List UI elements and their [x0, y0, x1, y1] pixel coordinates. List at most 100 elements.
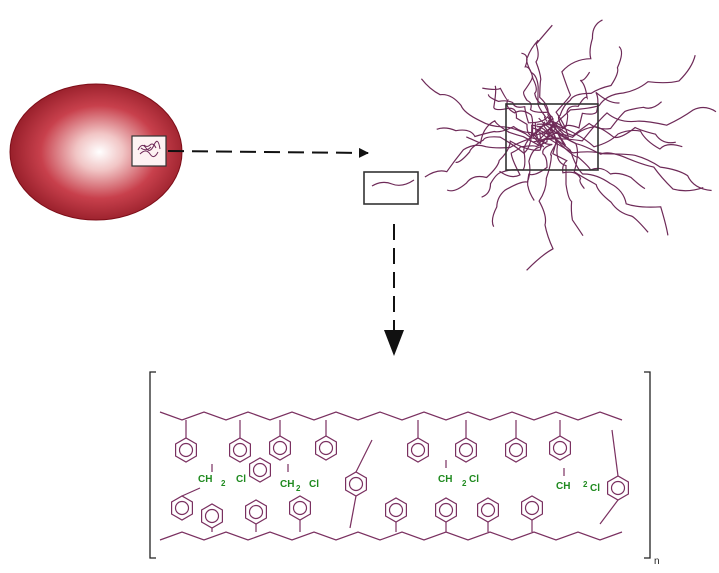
polymer-strand — [482, 87, 545, 148]
polymer-strand — [536, 123, 683, 150]
benzene-ring-mid — [249, 457, 271, 483]
benzene-ring-bottom — [477, 497, 499, 523]
bead-zoom-scribble — [137, 140, 161, 158]
benzene-ring-top-aromatic — [458, 442, 474, 458]
polymer-strand — [535, 24, 567, 146]
repeat-subscript-n: n — [654, 556, 660, 567]
polymer-strand — [548, 91, 620, 129]
polymer-strand — [550, 123, 704, 192]
label-cl: Cl — [236, 474, 246, 485]
crosslink-ring-aromatic — [610, 480, 626, 496]
benzene-ring-bottom — [201, 503, 223, 529]
polymer-strand — [541, 126, 676, 144]
benzene-ring-bottom — [435, 497, 457, 523]
label-sub: 2 — [296, 484, 301, 493]
methylene-bond — [181, 487, 201, 497]
polymer-strand — [526, 39, 548, 122]
benzene-ring-bottom — [385, 497, 407, 523]
benzene-ring-top-aromatic — [508, 442, 524, 458]
crosslink-ring — [607, 475, 629, 501]
label-cl: Cl — [469, 474, 479, 485]
benzene-ring-bottom-aromatic — [248, 504, 264, 520]
benzene-ring-top-aromatic — [552, 440, 568, 456]
crosslink-vinyl — [611, 429, 619, 477]
polymer-strand — [420, 78, 541, 140]
label-sub: 2 — [462, 479, 467, 488]
crosslink-vinyl — [355, 439, 373, 473]
polymer-strand — [466, 119, 560, 146]
label-ch: CH — [198, 474, 212, 485]
strand-detail — [371, 179, 415, 187]
polymer-strand — [499, 125, 555, 178]
polymer-strand — [557, 46, 623, 128]
polymer-strand — [527, 132, 553, 201]
chloromethyl-label-1: CH 2 Cl — [198, 474, 246, 488]
polymer-strand — [538, 117, 649, 233]
polymer-strand — [547, 119, 585, 189]
benzene-ring-bottom-aromatic — [524, 500, 540, 516]
benzene-ring-bottom-aromatic — [438, 502, 454, 518]
crosslinked-polystyrene-structure — [159, 411, 629, 541]
polymer-strand — [554, 101, 663, 137]
polymer-strand — [522, 76, 552, 128]
bead-zoom-box — [131, 135, 167, 167]
crosslink-vinyl — [349, 495, 357, 529]
benzene-ring-bottom — [245, 499, 267, 525]
benzene-ring-top — [229, 437, 251, 463]
benzene-ring-bottom-aromatic — [388, 502, 404, 518]
benzene-ring-bottom-aromatic — [292, 500, 308, 516]
benzene-ring-top-aromatic — [232, 442, 248, 458]
label-ch: CH — [556, 481, 570, 492]
zoom-arrow-vertical-head — [384, 330, 404, 356]
benzene-ring-top — [549, 435, 571, 461]
benzene-ring-top — [455, 437, 477, 463]
polymer-strand — [533, 106, 717, 143]
polymer-strand — [536, 129, 712, 192]
bracket-right — [644, 371, 651, 559]
backbone-chain-bottom — [159, 531, 623, 541]
chloromethyl-label-2: CH 2 Cl — [280, 479, 319, 493]
benzene-ring-top-aromatic — [178, 442, 194, 458]
benzene-ring-top-aromatic — [410, 442, 426, 458]
chloromethyl-label-3: CH 2 Cl — [438, 474, 479, 488]
benzene-ring-bottom — [289, 495, 311, 521]
polymer-strand — [455, 124, 550, 163]
polymer-strand — [555, 19, 603, 139]
polymer-strand — [549, 127, 584, 237]
polymer-strand — [446, 128, 557, 192]
benzene-ring-top-aromatic — [272, 440, 288, 456]
label-sub: 2 — [221, 479, 226, 488]
label-sub: 2 — [583, 480, 588, 489]
polymer-strand — [538, 55, 696, 141]
zoom-arrow-horizontal — [167, 147, 369, 158]
network-zoom-box-strand — [363, 171, 419, 205]
benzene-ring-top — [505, 437, 527, 463]
benzene-ring-top — [407, 437, 429, 463]
polymer-strand — [487, 94, 572, 142]
benzene-ring-top — [175, 437, 197, 463]
benzene-ring-top — [269, 435, 291, 461]
benzene-ring-top — [315, 435, 337, 461]
chloromethyl-label-4: CH 2 Cl — [556, 480, 600, 494]
benzene-ring-mid-aromatic — [252, 462, 268, 478]
label-ch: CH — [438, 474, 452, 485]
polymer-strand — [424, 118, 554, 178]
benzene-ring-top-aromatic — [318, 440, 334, 456]
benzene-ring-bottom-aromatic — [174, 500, 190, 516]
bracket-left — [149, 371, 156, 559]
crosslink-ring-aromatic — [348, 476, 364, 492]
polymer-strand — [536, 71, 591, 143]
benzene-ring-bottom — [171, 495, 193, 521]
polymer-strand — [521, 52, 566, 147]
polymer-strand — [526, 141, 558, 271]
benzene-ring-bottom-aromatic — [204, 508, 220, 524]
label-ch: CH — [280, 479, 294, 490]
backbone-chain-top — [159, 411, 623, 421]
benzene-ring-bottom — [521, 495, 543, 521]
polymer-strand — [532, 127, 669, 236]
crosslink-ring — [345, 471, 367, 497]
label-cl: Cl — [590, 483, 600, 494]
benzene-ring-bottom-aromatic — [480, 502, 496, 518]
